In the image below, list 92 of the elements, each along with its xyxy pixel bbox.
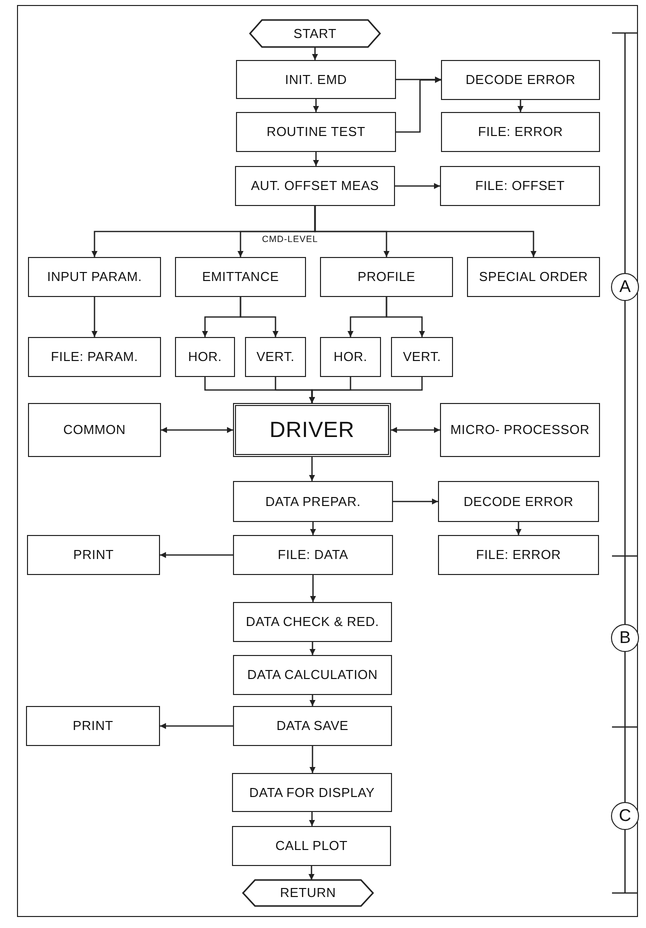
process-box <box>467 257 600 297</box>
section-marker: A <box>611 273 639 301</box>
process-box <box>233 706 392 746</box>
arrow <box>310 575 316 602</box>
process-box <box>441 60 600 100</box>
arrow <box>313 99 319 112</box>
arrow <box>314 206 536 257</box>
node-label: PROFILE <box>358 268 416 286</box>
arrow <box>393 498 438 504</box>
process-box <box>26 706 160 746</box>
process-box <box>320 257 453 297</box>
node-label: EMITTANCE <box>202 268 279 286</box>
node-label: COMMON <box>63 421 126 439</box>
arrow <box>160 723 233 729</box>
node-label: CALL PLOT <box>275 837 348 855</box>
node-label: INPUT PARAM. <box>47 268 142 286</box>
process-box <box>175 337 235 377</box>
section-marker: B <box>611 624 639 652</box>
process-box <box>245 337 306 377</box>
process-box <box>175 257 306 297</box>
process-box <box>320 337 381 377</box>
node-label: DATA FOR DISPLAY <box>249 784 375 802</box>
process-box <box>236 60 396 99</box>
node-label: DATA CHECK & RED. <box>246 613 380 631</box>
terminal-hexagon <box>243 880 373 906</box>
arrow <box>310 642 316 655</box>
node-label: VERT. <box>402 348 442 366</box>
process-box <box>391 337 453 377</box>
node-label: RETURN <box>280 884 336 902</box>
arrow <box>310 695 316 706</box>
node-label: FILE: ERROR <box>476 546 561 564</box>
node-label: PRINT <box>73 546 114 564</box>
node-label: ROUTINE TEST <box>266 123 366 141</box>
node-label: MICRO- PROCESSOR <box>450 421 590 439</box>
node-label: HOR. <box>334 348 368 366</box>
arrow <box>395 183 440 189</box>
node-label: VERT. <box>256 348 295 366</box>
bus-label: CMD-LEVEL <box>260 234 320 244</box>
arrow <box>518 100 524 112</box>
arrow <box>312 47 318 60</box>
arrow <box>161 427 233 433</box>
arrow <box>516 522 522 535</box>
process-box <box>236 112 396 152</box>
arrow <box>309 457 315 481</box>
process-box <box>28 257 161 297</box>
arrow <box>391 427 440 433</box>
process-box <box>232 773 392 812</box>
node-label: FILE: PARAM. <box>50 348 138 366</box>
node-label: PRINT <box>72 717 114 735</box>
node-label: DATA PREPAR. <box>265 492 361 510</box>
node-label: DRIVER <box>270 416 354 444</box>
arrow <box>386 297 425 337</box>
arrow <box>396 77 441 133</box>
node-label: DATA SAVE <box>276 717 349 735</box>
process-box <box>233 535 393 575</box>
process-box <box>441 112 600 152</box>
arrow <box>308 866 314 880</box>
arrow <box>310 746 316 773</box>
process-box <box>232 826 391 866</box>
arrow <box>313 152 319 166</box>
arrow <box>309 377 423 403</box>
main-process-box <box>233 403 391 457</box>
process-box <box>235 166 395 206</box>
node-label: DECODE ERROR <box>466 71 576 89</box>
node-label: SPECIAL ORDER <box>479 268 588 286</box>
arrow <box>396 76 441 82</box>
section-marker: C <box>611 802 639 830</box>
process-box <box>438 481 599 522</box>
arrow <box>240 297 278 337</box>
node-label: FILE: OFFSET <box>475 177 565 195</box>
node-label: FILE: ERROR <box>478 123 563 141</box>
process-box <box>440 166 600 206</box>
node-label: INIT. EMD <box>285 70 347 88</box>
node-label: START <box>294 24 336 42</box>
process-box <box>233 481 393 522</box>
process-box <box>28 403 161 457</box>
node-label: DATA CALCULATION <box>247 666 378 684</box>
process-box <box>27 535 160 575</box>
arrow <box>160 552 233 558</box>
process-box <box>233 602 392 642</box>
node-label: DECODE ERROR <box>464 492 574 510</box>
node-label: AUT. OFFSET MEAS <box>250 177 380 195</box>
arrow <box>310 522 316 535</box>
arrow <box>92 297 98 337</box>
node-label: FILE: DATA <box>278 546 348 564</box>
process-box <box>233 655 392 695</box>
process-box <box>28 337 161 377</box>
process-box <box>440 403 600 457</box>
terminal-hexagon <box>250 20 380 47</box>
process-box <box>438 535 599 575</box>
node-label: HOR. <box>188 348 222 366</box>
arrow <box>309 812 315 826</box>
